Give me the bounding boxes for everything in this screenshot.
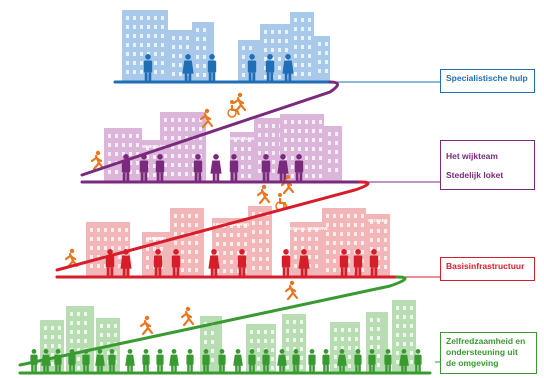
person-male-icon: [218, 349, 226, 373]
building-name-label: SPECIAAL ONDERW.: [283, 226, 328, 231]
tier-label-basis: Basisinfrastructuur: [440, 257, 535, 281]
climbing-person-icon: [90, 150, 105, 171]
person-male-icon: [368, 349, 376, 373]
person-female-icon: [298, 249, 310, 277]
person-male-icon: [193, 154, 203, 182]
building: [314, 36, 330, 82]
person-male-icon: [142, 349, 150, 373]
wheelchair-icon: [227, 100, 240, 118]
tier-label-line: Stedelijk loket: [446, 170, 504, 180]
climbers: [64, 92, 299, 336]
person-male-icon: [237, 249, 247, 277]
building: [280, 114, 324, 182]
person-male-icon: [308, 349, 316, 373]
person-male-icon: [354, 349, 362, 373]
person-female-icon: [182, 54, 194, 82]
person-male-icon: [294, 154, 304, 182]
person-male-icon: [229, 154, 239, 182]
climbing-person-icon: [280, 174, 295, 195]
building: [104, 128, 142, 182]
tier-label-line: ondersteuning uit: [446, 347, 518, 357]
person-male-icon: [153, 249, 163, 277]
tier-specialist: [122, 10, 330, 82]
person-male-icon: [247, 54, 257, 82]
person-male-icon: [292, 349, 300, 373]
person-male-icon: [143, 54, 153, 82]
person-female-icon: [210, 154, 222, 182]
building: [324, 126, 342, 182]
person-male-icon: [105, 249, 115, 277]
climbing-person-icon: [256, 184, 271, 205]
tier-label-line: Basisinfrastructuur: [446, 261, 525, 271]
building-name-label: MUSEUM: [146, 236, 166, 241]
person-male-icon: [414, 349, 422, 373]
person-female-icon: [233, 349, 243, 373]
ramp-path: [80, 80, 339, 177]
person-female-icon: [95, 349, 105, 373]
person-male-icon: [265, 54, 275, 82]
person-male-icon: [186, 349, 194, 373]
person-male-icon: [139, 154, 149, 182]
person-male-icon: [121, 154, 131, 182]
ramp-path: [55, 180, 370, 272]
person-female-icon: [277, 154, 289, 182]
person-female-icon: [169, 349, 179, 373]
building: [290, 12, 314, 82]
tier-label-line: Specialistische hulp: [446, 73, 528, 83]
person-female-icon: [208, 249, 220, 277]
climbing-person-icon: [180, 306, 195, 327]
person-female-icon: [125, 349, 135, 373]
people-basis: [105, 249, 379, 277]
tier-label-line: Zelfredzaamheid en: [446, 336, 526, 346]
person-male-icon: [155, 154, 165, 182]
tier-label-specialist: Specialistische hulp: [440, 69, 535, 93]
building: [366, 214, 390, 277]
climbing-person-icon: [232, 92, 247, 113]
person-male-icon: [261, 154, 271, 182]
person-male-icon: [248, 349, 256, 373]
person-male-icon: [384, 349, 392, 373]
person-female-icon: [282, 54, 294, 82]
climbing-person-icon: [284, 280, 299, 301]
people-wijkteam: [121, 154, 304, 182]
building-name-label: WIJKTEAM: [230, 136, 254, 141]
person-male-icon: [262, 349, 270, 373]
person-male-icon: [369, 249, 379, 277]
person-male-icon: [281, 249, 291, 277]
people-zelfredzaamheid: [30, 349, 422, 373]
building-name-label: SPORT: [148, 236, 164, 241]
person-male-icon: [339, 249, 349, 277]
person-male-icon: [353, 249, 363, 277]
ramp-path: [18, 275, 407, 367]
person-female-icon: [399, 349, 409, 373]
person-male-icon: [171, 249, 181, 277]
person-male-icon: [207, 54, 217, 82]
person-male-icon: [322, 349, 330, 373]
tier-label-line: Het wijkteam: [446, 151, 498, 161]
climbing-person-icon: [199, 108, 214, 129]
building-name-label: MOSKEE: [368, 218, 388, 223]
climbing-person-icon: [64, 248, 79, 269]
building-name-label: WIJKTEAM: [142, 144, 166, 149]
climbing-person-icon: [139, 315, 154, 336]
person-female-icon: [277, 349, 287, 373]
people-specialist: [143, 54, 294, 82]
person-male-icon: [202, 349, 210, 373]
person-male-icon: [156, 349, 164, 373]
person-female-icon: [337, 349, 347, 373]
person-male-icon: [108, 349, 116, 373]
tier-label-line: de omgeving: [446, 358, 499, 368]
tier-wijkteam: WIJKTEAM WIJKTEAM: [104, 112, 342, 182]
